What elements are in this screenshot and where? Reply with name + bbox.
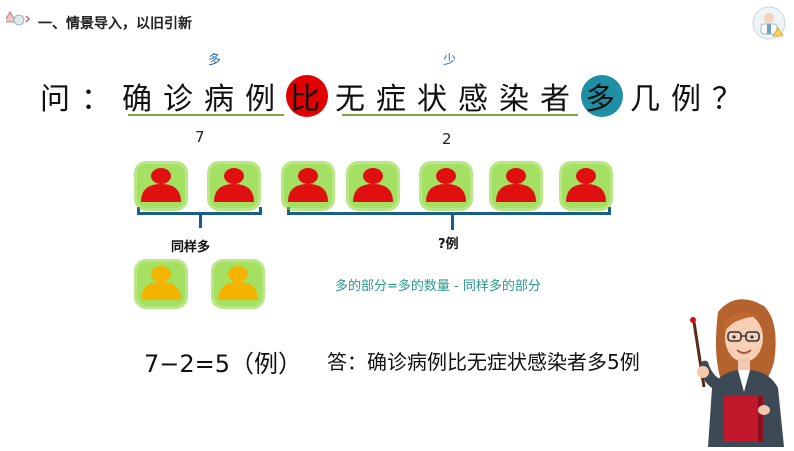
more-char: 多 xyxy=(585,82,619,117)
answer-text: 答：确诊病例比无症状感染者多5例 xyxy=(327,350,640,374)
formula-note: 多的部分=多的数量 - 同样多的部分 xyxy=(335,279,541,294)
hint-more: 多 xyxy=(208,53,222,68)
bracket-same-stem xyxy=(199,214,202,228)
question-char: 例 xyxy=(671,82,705,117)
bracket-diff-right xyxy=(608,207,611,215)
section-title: 一、情景导入，以旧引新 xyxy=(38,16,192,32)
underline-asymptomatic xyxy=(342,114,578,116)
person-confirmed-icon xyxy=(206,160,262,212)
person-confirmed-icon xyxy=(133,160,189,212)
question-char: 诊 xyxy=(163,82,197,117)
underline-confirmed xyxy=(128,114,284,116)
question-char: 例 xyxy=(245,82,279,117)
question-line: 问 ： 确 诊 病 例 比 无 症 状 感 染 者 多 几 例 ？ xyxy=(40,74,746,118)
label-unknown: ?例 xyxy=(438,237,459,252)
question-char: ？ xyxy=(712,82,746,117)
bracket-same xyxy=(137,212,262,215)
person-confirmed-icon xyxy=(418,160,474,212)
question-char: 者 xyxy=(540,82,574,117)
question-char: 无 xyxy=(335,82,369,117)
person-confirmed-icon xyxy=(488,160,544,212)
label-same-amount: 同样多 xyxy=(171,240,211,255)
person-asymptomatic-icon xyxy=(210,258,266,310)
equation: 7−2=5（例） xyxy=(144,350,303,378)
count-confirmed: 7 xyxy=(195,128,205,146)
question-char: 确 xyxy=(122,82,156,117)
question-char: 染 xyxy=(499,82,533,117)
question-char: 感 xyxy=(458,82,492,117)
person-confirmed-icon xyxy=(558,160,614,212)
slide-corner-icon xyxy=(3,10,34,34)
person-confirmed-icon xyxy=(280,160,336,212)
bracket-diff xyxy=(287,212,611,215)
person-confirmed-icon xyxy=(345,160,401,212)
question-char: ： xyxy=(81,82,115,117)
question-char: 症 xyxy=(376,82,410,117)
more-highlight: 多 xyxy=(581,75,623,117)
bracket-diff-stem xyxy=(451,214,454,230)
teacher-illustration xyxy=(676,292,794,451)
bracket-diff-left xyxy=(287,207,290,215)
bracket-same-left xyxy=(137,207,140,215)
bracket-same-right xyxy=(259,207,262,215)
question-char: 病 xyxy=(204,82,238,117)
question-char: 状 xyxy=(417,82,451,117)
compare-char: 比 xyxy=(290,82,324,117)
hint-less: 少 xyxy=(443,53,457,68)
compare-highlight: 比 xyxy=(286,75,328,117)
count-asymptomatic: 2 xyxy=(442,130,452,148)
person-asymptomatic-icon xyxy=(133,258,189,310)
doctor-icon xyxy=(752,6,786,44)
question-char: 几 xyxy=(630,82,664,117)
question-char: 问 xyxy=(40,82,74,117)
